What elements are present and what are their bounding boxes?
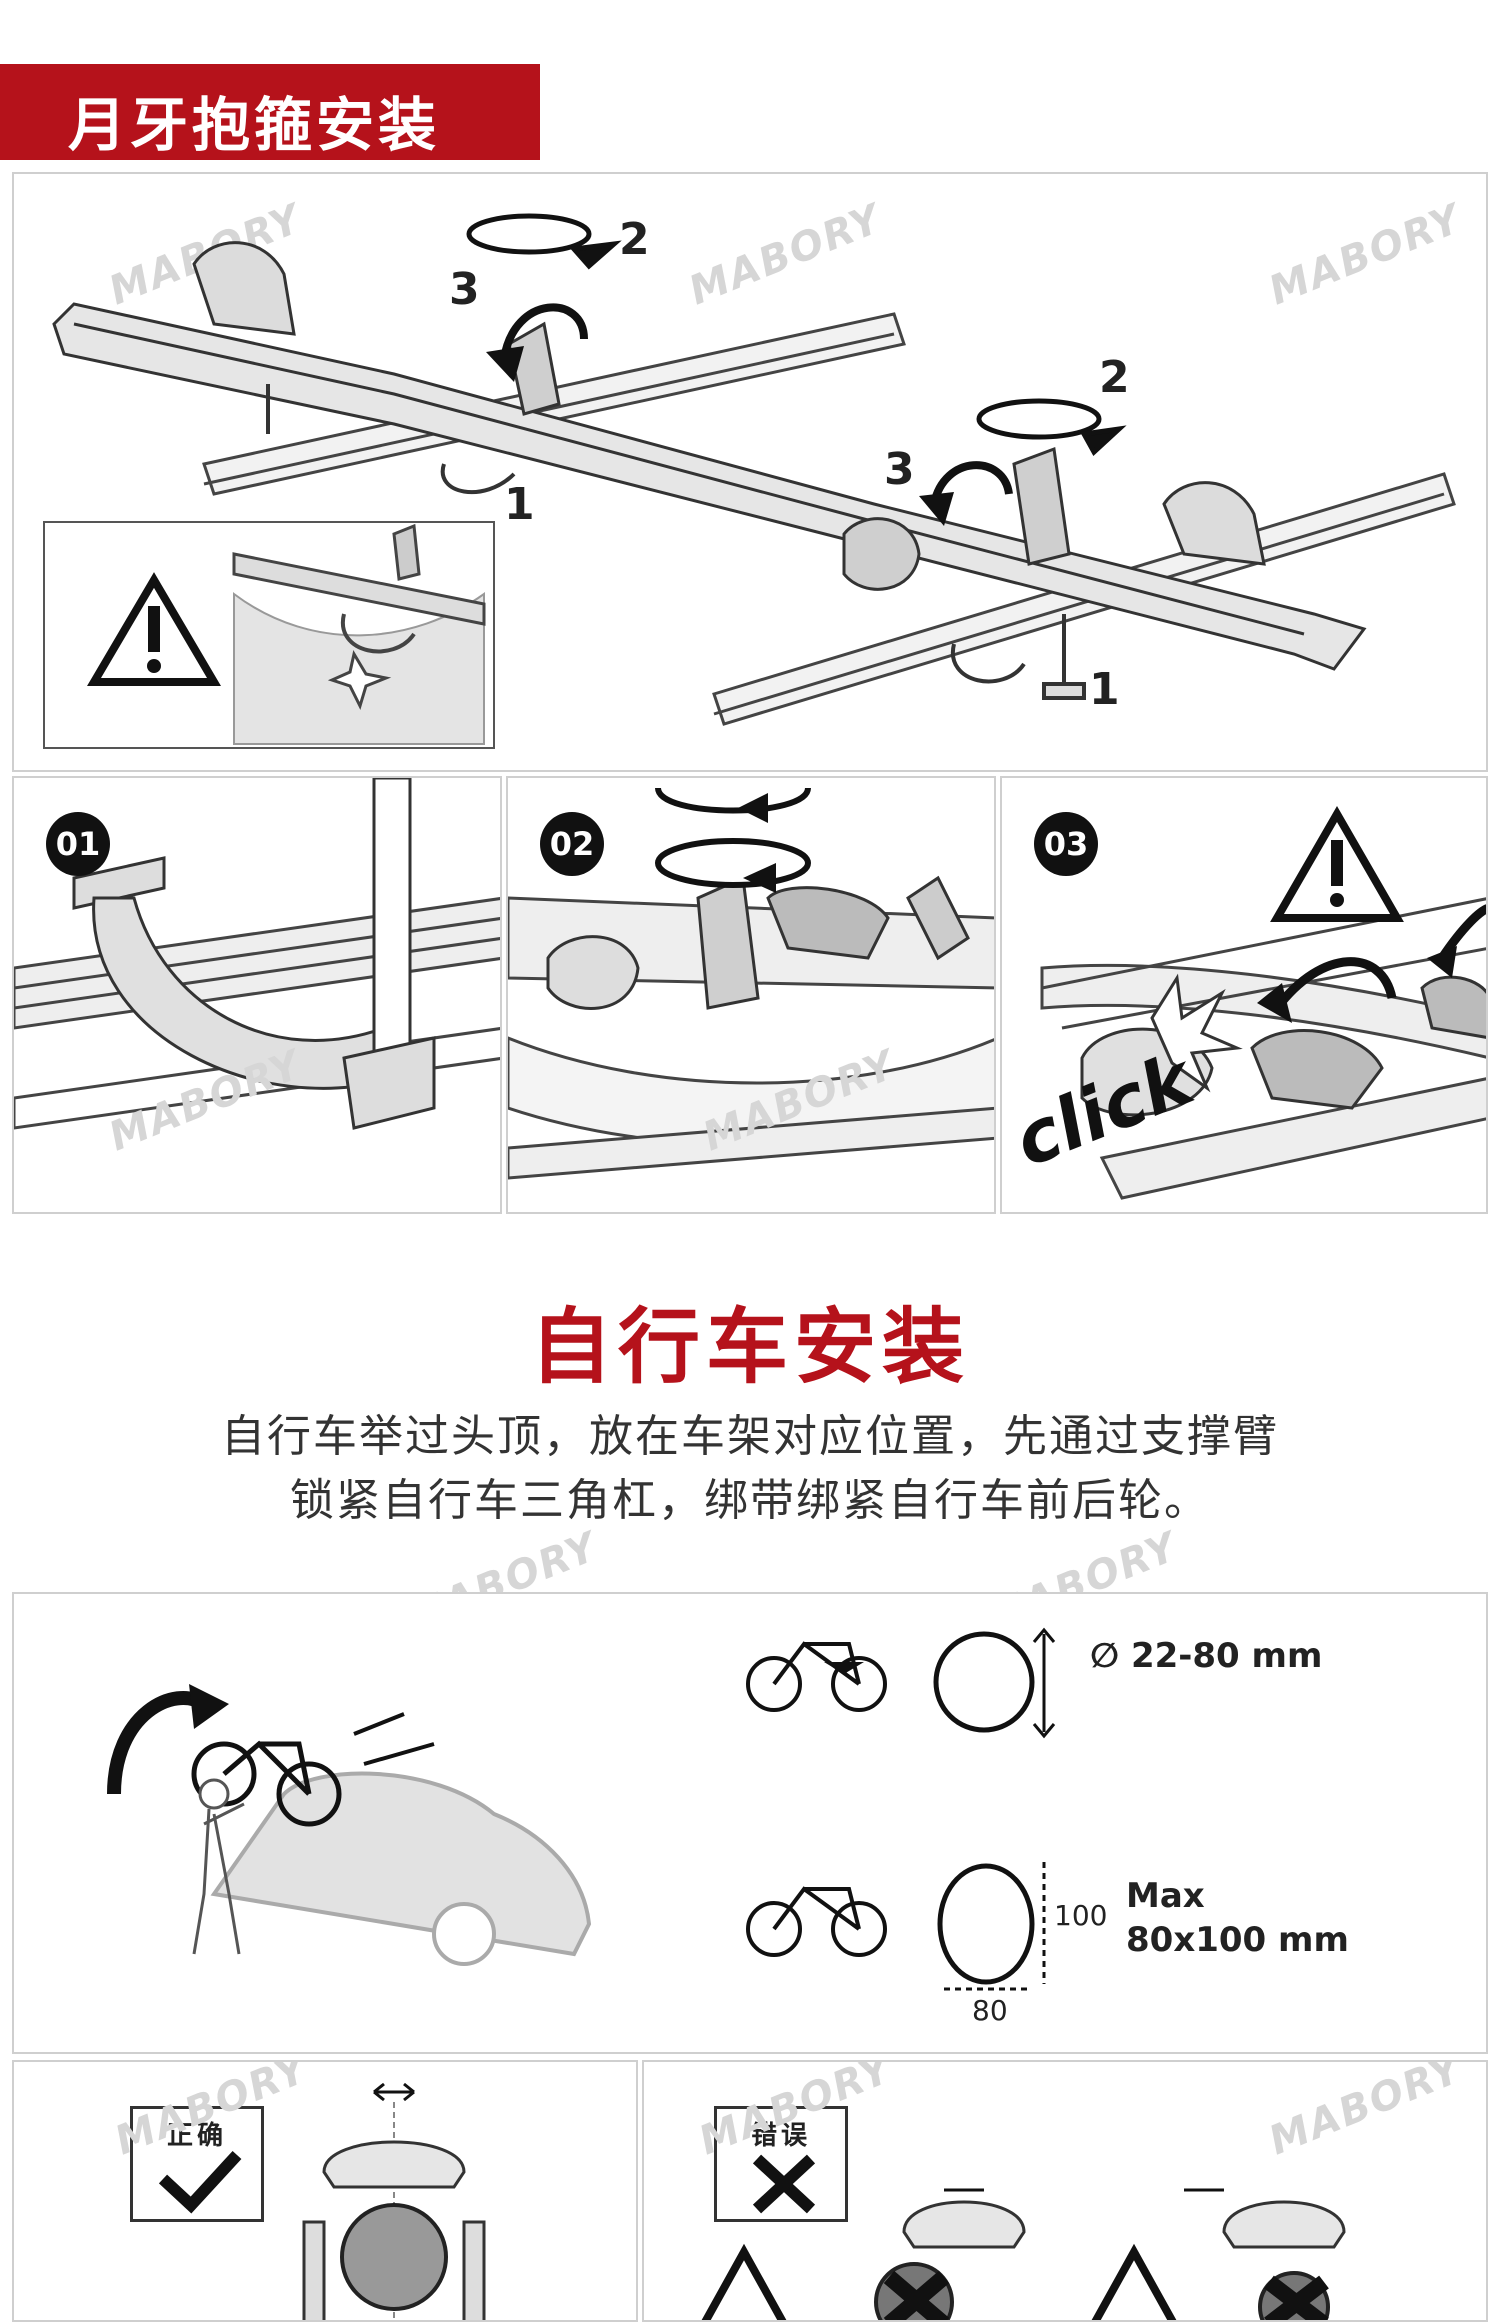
- wrong-label: 错误: [750, 2121, 811, 2151]
- correct-tag: 正确: [130, 2106, 264, 2222]
- step-number-1: 1: [504, 479, 535, 530]
- description-line-1: 自行车举过头顶，放在车架对应位置，先通过支撑臂: [221, 1411, 1279, 1462]
- description-line-2: 锁紧自行车三角杠，绑带绑紧自行车前后轮。: [290, 1475, 1210, 1526]
- wrong-tag: 错误: [714, 2106, 848, 2222]
- round-frame-spec: ∅ 22-80 mm: [1090, 1636, 1323, 1676]
- rotate-arrow-icon: [655, 787, 811, 888]
- frame-spec-illustration: [107, 1627, 1056, 1991]
- step-number-2: 2: [619, 214, 650, 265]
- correct-label: 正确: [166, 2121, 227, 2151]
- cross-icon: [883, 2270, 1329, 2320]
- frame-spec-panel: ∅ 22-80 mm Max 80x100 mm 100 80: [12, 1592, 1488, 2054]
- bike-carrier-illustration: [43, 213, 1456, 749]
- correct-clamp-illustration: [302, 2082, 486, 2320]
- main-install-diagram: MABORY MABORY MABORY: [12, 172, 1488, 772]
- clamp-attach-illustration: [14, 778, 500, 1130]
- cross-icon: [752, 2154, 816, 2214]
- warning-icon: [701, 2243, 1177, 2320]
- correct-fit-panel: 正确 MABORY: [12, 2060, 638, 2322]
- bicycle-icon: [746, 1886, 887, 1957]
- step-number-2: 2: [1099, 352, 1130, 403]
- knob-tighten-illustration: [508, 787, 994, 1180]
- section-title-bike-install: 自行车安装: [529, 1300, 970, 1395]
- section-banner: 月牙抱箍安装: [0, 64, 540, 160]
- wrong-fit-panel: 错误 MABORY MABORY: [642, 2060, 1488, 2322]
- click-lock-illustration: [1040, 805, 1486, 1200]
- oval-frame-spec-line2: 80x100 mm: [1126, 1920, 1349, 1960]
- section-title-clamp-install: 月牙抱箍安装: [68, 91, 441, 159]
- step-panel-02: 02 MABORY: [506, 776, 996, 1214]
- step-panel-03: 03 click: [1000, 776, 1488, 1214]
- step-number-3: 3: [449, 264, 480, 315]
- warning-icon: [87, 572, 221, 686]
- check-icon: [158, 2150, 242, 2214]
- step-panel-01: 01 MABORY: [12, 776, 502, 1214]
- oval-frame-spec-line1: Max: [1126, 1876, 1205, 1916]
- step-badge: 03: [1034, 812, 1098, 876]
- wrong-clamp-illustration: [701, 2188, 1346, 2320]
- oval-height-dim: 100: [1054, 1899, 1108, 1932]
- step-number-1: 1: [1089, 664, 1120, 715]
- step-badge: 01: [46, 812, 110, 876]
- bicycle-icon: [746, 1641, 887, 1712]
- step-number-3: 3: [884, 444, 915, 495]
- warning-icon: [1270, 805, 1404, 922]
- step-badge: 02: [540, 812, 604, 876]
- oval-width-dim: 80: [972, 1994, 1008, 2027]
- rotate-arrow-icon: [466, 213, 1127, 456]
- rotate-arrow-icon: [500, 303, 1013, 505]
